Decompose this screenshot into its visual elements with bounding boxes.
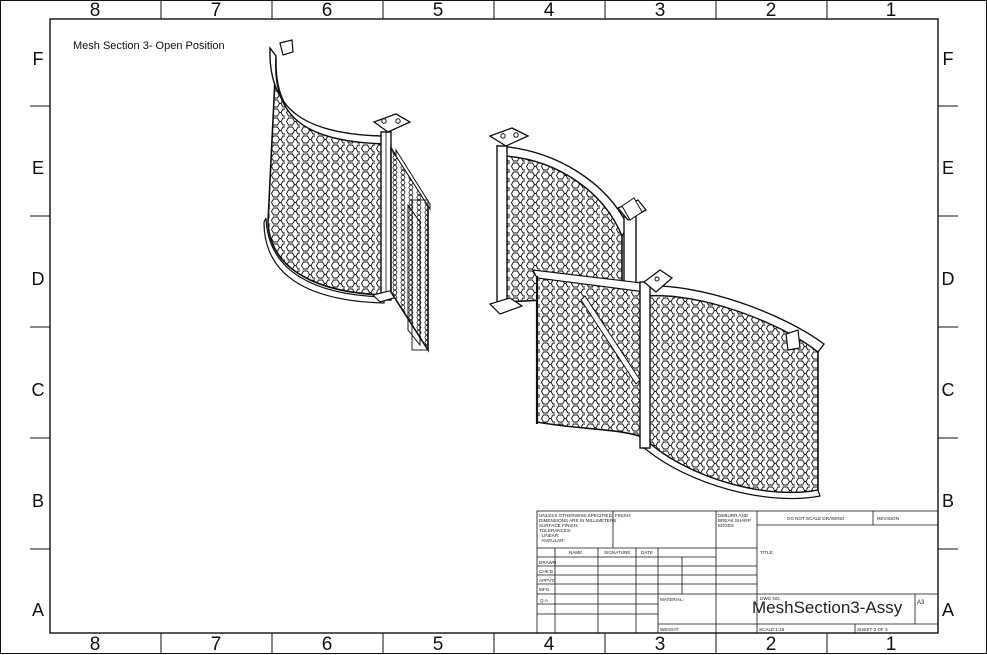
title-block-lines: [536, 510, 939, 634]
left-bottom-rail: [263, 217, 385, 304]
zone-top-2: 2: [765, 0, 777, 21]
right-front-top-rail: [638, 284, 825, 353]
zone-left-C: C: [31, 380, 45, 400]
row-qa-label: Q.A: [540, 598, 548, 603]
right-back-top-bracket: [488, 127, 530, 147]
zone-right-F: F: [942, 49, 954, 69]
zone-bottom-8: 8: [89, 634, 101, 655]
row-checked-label: CHK'D: [539, 569, 553, 574]
tolerance-note-3: SURFACE FINISH:: [539, 523, 579, 528]
left-door-panel: [390, 145, 429, 353]
do-not-scale-note: DO NOT SCALE DRAWING: [787, 516, 845, 521]
finish-label: FINISH:: [615, 513, 632, 518]
drawing-number-label: DWG NO.: [760, 596, 781, 601]
deburr-note-3: EDGES: [718, 523, 735, 528]
right-front-hinge-post: [639, 281, 651, 449]
title-label: TITLE:: [760, 550, 774, 555]
zone-bottom-2: 2: [765, 634, 777, 655]
column-signature-header: SIGNATURE: [604, 550, 631, 555]
zone-right-A: A: [941, 600, 954, 620]
right-back-top-rail: [496, 145, 629, 238]
zone-bottom-5: 5: [432, 634, 444, 655]
zone-left-D: D: [31, 269, 45, 289]
tolerance-note-1: UNLESS OTHERWISE SPECIFIED:: [539, 513, 614, 518]
column-date-header: DATE: [641, 550, 653, 555]
zone-left-B: B: [31, 491, 44, 511]
zone-left-F: F: [32, 49, 44, 69]
tolerance-note-4: TOLERANCES:: [539, 528, 572, 533]
zone-bottom-1: 1: [885, 634, 897, 655]
left-mesh-assembly: [263, 39, 431, 353]
tolerance-note-5: LINEAR:: [539, 533, 560, 538]
zone-top-4: 4: [543, 0, 555, 21]
scale-label: SCALE:1:25: [759, 627, 785, 632]
sheet-number: SHEET 3 OF 3: [857, 627, 888, 632]
deburr-note-1: DEBURR AND: [718, 513, 749, 518]
revision-label: REVISION: [877, 516, 899, 521]
zone-bottom-4: 4: [543, 634, 555, 655]
zone-top-8: 8: [89, 0, 101, 21]
right-back-post: [496, 145, 508, 307]
zone-right-E: E: [941, 158, 954, 178]
left-curved-mesh-panel: [267, 57, 386, 296]
drawing-number: MeshSection3-Assy: [752, 598, 903, 617]
material-label: MATERIAL:: [660, 597, 684, 602]
zone-bottom-7: 7: [210, 634, 222, 655]
zone-right-C: C: [941, 380, 955, 400]
zone-right-D: D: [941, 269, 955, 289]
weight-label: WEIGHT:: [660, 627, 680, 632]
column-name-header: NAME: [569, 550, 583, 555]
left-hinge-plate: [372, 113, 412, 133]
zone-top-3: 3: [654, 0, 666, 21]
zone-bottom-3: 3: [654, 634, 666, 655]
right-end-bracket: [785, 329, 801, 351]
row-mfg-label: MFG: [539, 587, 550, 592]
zone-top-5: 5: [432, 0, 444, 21]
deburr-note-2: BREAK SHARP: [718, 518, 751, 523]
right-front-door-panel: [536, 275, 646, 440]
zone-top-1: 1: [885, 0, 897, 21]
left-top-bracket: [279, 39, 294, 56]
zone-top-7: 7: [210, 0, 222, 21]
right-front-bottom-rail: [641, 439, 821, 500]
tolerance-note-2: DIMENSIONS ARE IN MILLIMETERS: [539, 518, 617, 523]
row-drawn-label: DRAWN: [539, 560, 557, 565]
sheet-size: A3: [917, 600, 925, 606]
sheet-inner-frame: [49, 18, 939, 634]
zone-ticks: [30, 0, 958, 654]
drawing-note: Mesh Section 3- Open Position: [73, 40, 225, 52]
zone-top-6: 6: [321, 0, 333, 21]
zone-left-E: E: [31, 158, 44, 178]
zone-left-A: A: [31, 600, 44, 620]
row-approved-label: APPV'D: [539, 578, 556, 583]
right-mesh-assembly: [488, 127, 825, 500]
tolerance-note-6: ANGULAR:: [539, 538, 565, 543]
zone-right-B: B: [941, 491, 954, 511]
zone-bottom-6: 6: [321, 634, 333, 655]
